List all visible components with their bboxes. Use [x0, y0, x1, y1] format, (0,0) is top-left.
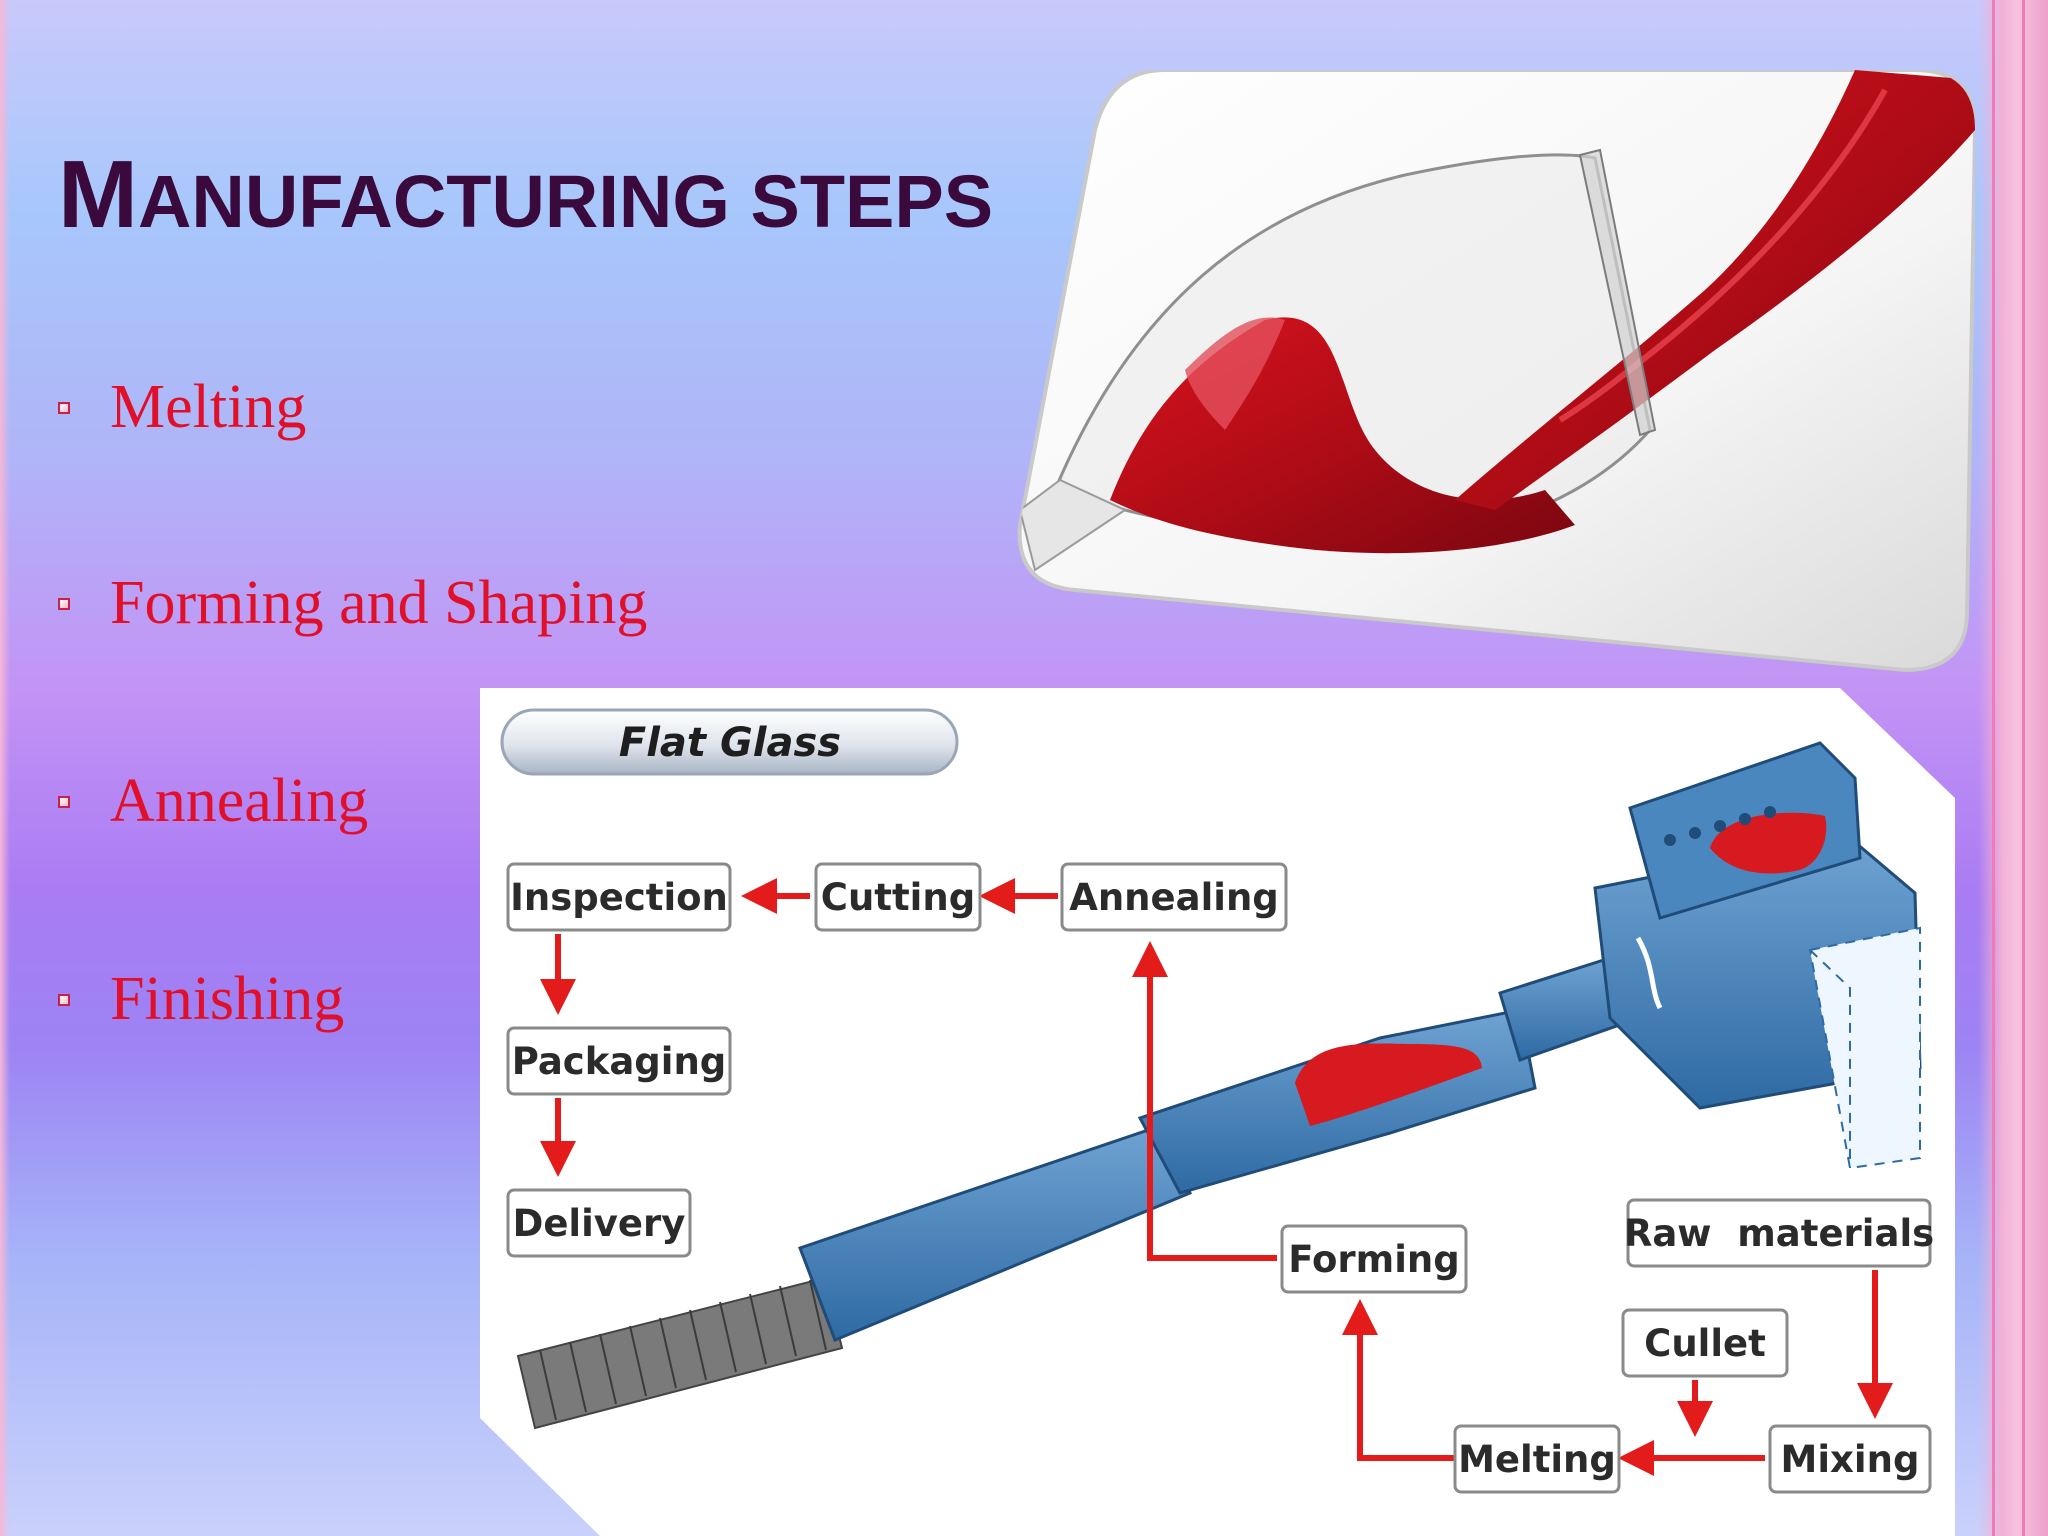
- bullet-item: Forming and Shaping: [58, 568, 647, 639]
- step-box-melting: [1453, 1424, 1621, 1494]
- bullet-item: Annealing: [58, 766, 368, 837]
- title-rest: ANUFACTURING STEPS: [137, 160, 994, 243]
- right-border-decoration: [1978, 0, 2048, 1536]
- left-edge-decoration: [0, 0, 10, 1536]
- step-label-cullet: Cullet: [1644, 1322, 1766, 1365]
- step-label-raw-materials: Raw materials: [1624, 1212, 1934, 1255]
- float-line-machine-illustration: [516, 741, 1922, 1430]
- title-initial: M: [58, 141, 138, 248]
- step-label-mixing: Mixing: [1781, 1438, 1920, 1481]
- step-label-delivery: Delivery: [513, 1202, 686, 1245]
- bullet-text: Forming and Shaping: [110, 569, 648, 637]
- border-line: [2022, 0, 2025, 1536]
- step-label-melting: Melting: [1458, 1438, 1616, 1481]
- step-box-cullet: [1621, 1308, 1789, 1378]
- slide-title: MANUFACTURING STEPS: [58, 140, 993, 250]
- diagram-header: Flat Glass: [500, 708, 959, 776]
- square-bullet-icon: [58, 795, 70, 808]
- step-label-packaging: Packaging: [512, 1040, 727, 1083]
- bullet-item: Melting: [58, 372, 306, 443]
- bullet-text: Finishing: [110, 965, 345, 1033]
- diagram-title: Flat Glass: [619, 720, 841, 766]
- border-line: [1992, 0, 1995, 1536]
- step-box-delivery: [506, 1188, 692, 1258]
- step-label-forming: Forming: [1288, 1238, 1460, 1281]
- bullet-text: Melting: [110, 373, 307, 441]
- step-box-forming: [1280, 1224, 1468, 1294]
- flat-glass-process-diagram: Flat Glass: [480, 688, 1955, 1536]
- step-box-mixing: [1768, 1424, 1932, 1494]
- step-box-raw-materials: [1626, 1198, 1932, 1268]
- step-label-cutting: Cutting: [821, 876, 975, 919]
- step-box-packaging: [506, 1026, 732, 1096]
- square-bullet-icon: [58, 597, 70, 610]
- step-box-cutting: [814, 862, 982, 932]
- square-bullet-icon: [58, 401, 70, 414]
- process-arrows: [540, 878, 1893, 1476]
- step-box-annealing: [1060, 862, 1288, 932]
- wine-glass-photo: [1017, 70, 1975, 673]
- square-bullet-icon: [58, 993, 70, 1006]
- bullet-item: Finishing: [58, 964, 344, 1035]
- step-box-inspection: [506, 862, 732, 932]
- bullet-text: Annealing: [110, 767, 369, 835]
- step-label-inspection: Inspection: [510, 876, 728, 919]
- step-label-annealing: Annealing: [1069, 876, 1279, 919]
